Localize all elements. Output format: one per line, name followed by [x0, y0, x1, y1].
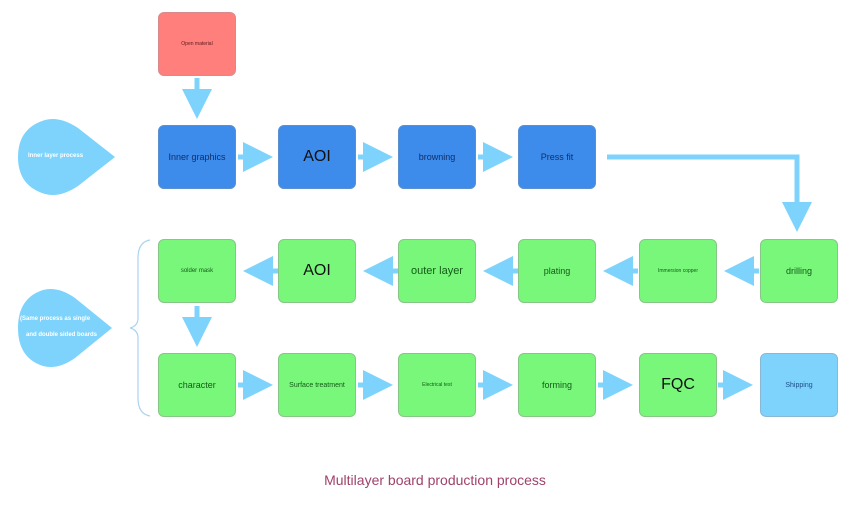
node-label: Inner graphics — [168, 152, 226, 162]
node-label: drilling — [785, 266, 812, 276]
group-label-outer-line2: and double sided boards — [26, 332, 98, 338]
outer-layer-teardrop — [18, 289, 112, 367]
arrow-press-to-drilling — [607, 154, 812, 232]
node-inner-graphics[interactable]: Inner graphics — [158, 125, 236, 189]
node-label: Press fit — [540, 152, 574, 162]
group-label-inner: Inner layer process — [28, 153, 84, 159]
node-forming[interactable]: forming — [518, 353, 596, 417]
node-label: plating — [543, 266, 571, 276]
node-label: Shipping — [785, 381, 813, 389]
node-aoi-inner[interactable]: AOI — [278, 125, 356, 189]
node-open-material[interactable]: Open material — [158, 12, 236, 76]
node-label: Surface treatment — [289, 381, 345, 389]
node-shipping[interactable]: Shipping — [760, 353, 838, 417]
inner-layer-teardrop — [18, 119, 115, 195]
node-immersion-copper[interactable]: Immersion copper — [639, 239, 717, 303]
node-browning[interactable]: browning — [398, 125, 476, 189]
node-electrical-test[interactable]: Electrical test — [398, 353, 476, 417]
diagram-title: Multilayer board production process — [324, 472, 546, 488]
node-label: solder mask — [180, 268, 214, 274]
node-fqc[interactable]: FQC — [639, 353, 717, 417]
node-label: Open material — [181, 41, 213, 47]
node-label: AOI — [303, 148, 331, 165]
node-label: character — [178, 380, 216, 390]
node-label: outer layer — [411, 265, 463, 277]
node-character[interactable]: character — [158, 353, 236, 417]
node-label: AOI — [303, 262, 331, 279]
node-aoi-outer[interactable]: AOI — [278, 239, 356, 303]
group-label-outer-line1: (Same process as single — [20, 316, 91, 322]
node-solder-mask[interactable]: solder mask — [158, 239, 236, 303]
node-label: browning — [418, 152, 456, 162]
node-label: Electrical test — [422, 382, 452, 388]
node-drilling[interactable]: drilling — [760, 239, 838, 303]
node-label: FQC — [661, 376, 695, 393]
node-label: forming — [541, 380, 572, 390]
node-outer-layer[interactable]: outer layer — [398, 239, 476, 303]
node-press-fit[interactable]: Press fit — [518, 125, 596, 189]
group-brace — [129, 239, 151, 417]
node-label: Immersion copper — [657, 268, 698, 274]
node-plating[interactable]: plating — [518, 239, 596, 303]
node-surface-treatment[interactable]: Surface treatment — [278, 353, 356, 417]
